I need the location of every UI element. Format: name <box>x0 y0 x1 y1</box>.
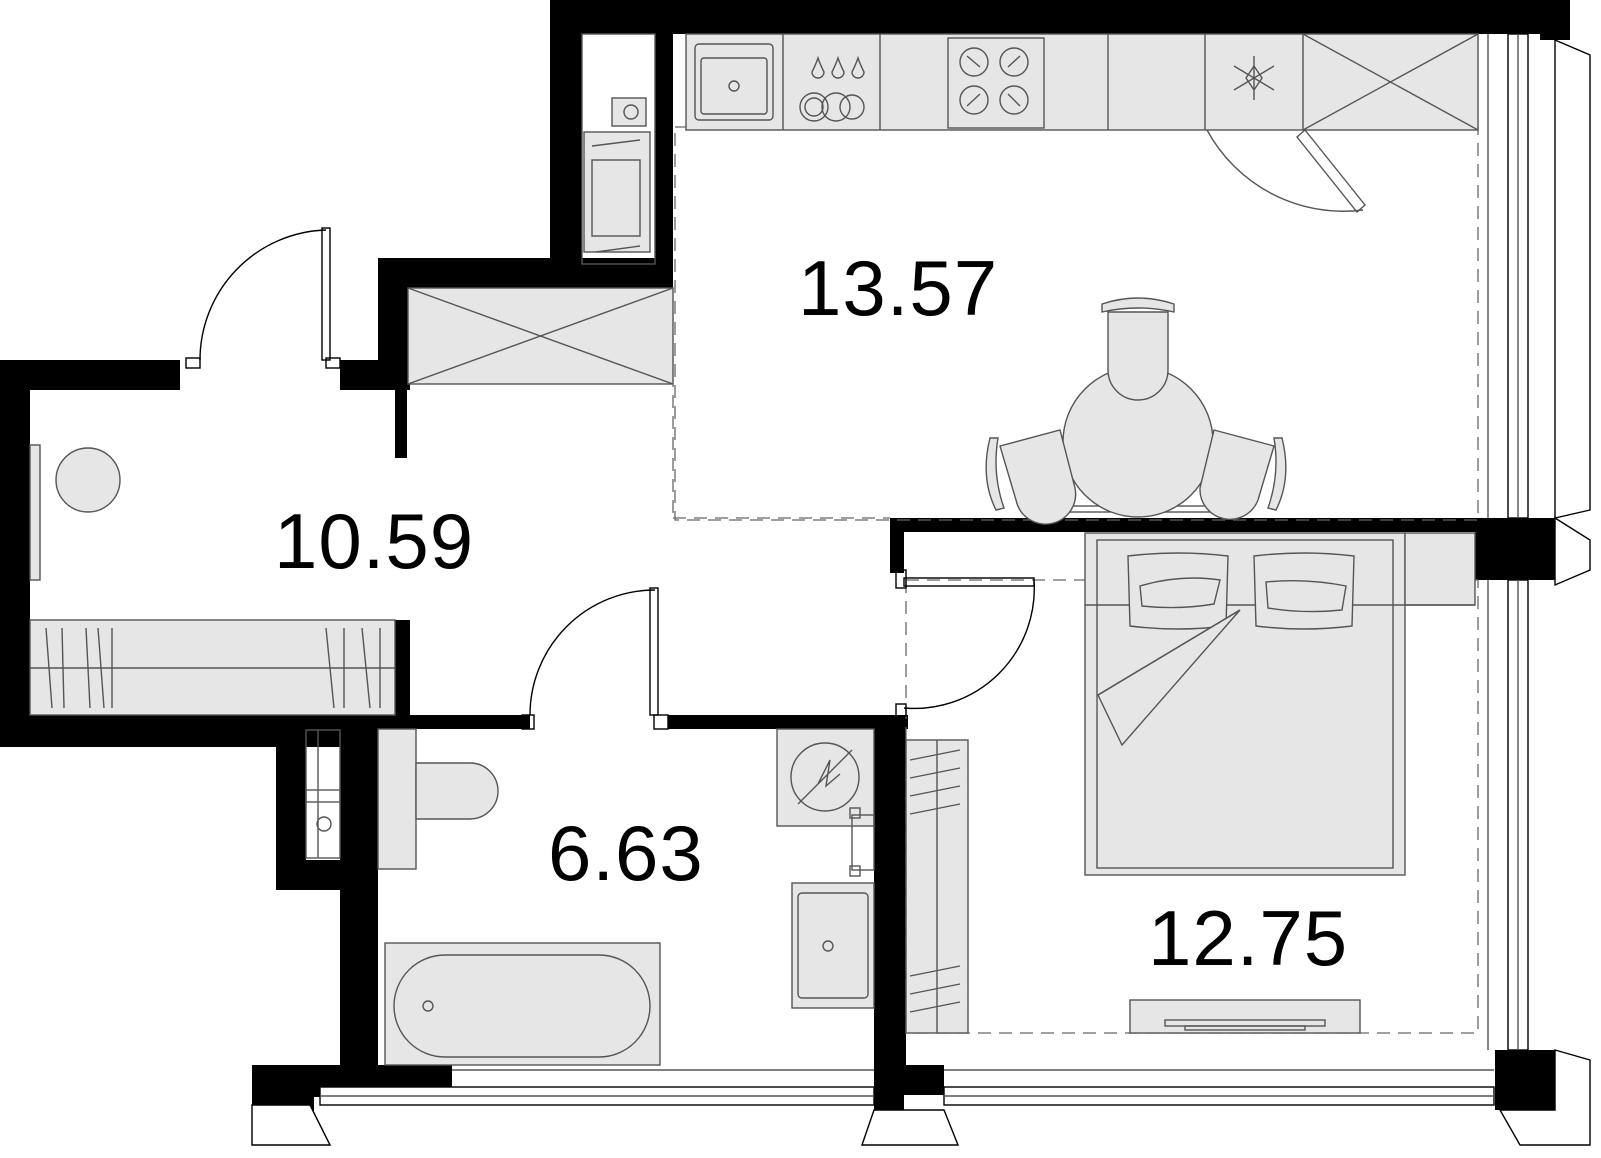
washbasin <box>791 882 875 1009</box>
boiler-icon <box>581 33 656 265</box>
wall-kitchen-niche-bottom <box>378 258 673 290</box>
cooktop-icon <box>947 37 1045 129</box>
wall-hall-top-right <box>340 360 410 390</box>
refrigerator <box>1302 33 1479 131</box>
wall-bathroom-bedroom <box>874 715 906 1095</box>
bed <box>1084 532 1476 876</box>
hall-panel <box>29 444 41 581</box>
bathroom-door <box>521 587 669 730</box>
wall-hall-left <box>0 360 30 747</box>
wall-top <box>550 0 1570 34</box>
wall-kitchen-bedroom-pier <box>1475 518 1555 580</box>
bedroom-door <box>895 569 1035 717</box>
washing-machine-icon <box>776 728 875 827</box>
freezer-icon <box>1233 56 1275 100</box>
wall-kitchen-niche-right <box>655 30 673 280</box>
bathroom-zone <box>305 587 875 1066</box>
wall-bathroom-top-right <box>668 715 908 729</box>
dishwasher-icon <box>799 55 865 122</box>
wall-bottom-right-pier <box>1495 1050 1555 1110</box>
facade-fin-bottom-middle <box>861 1109 960 1146</box>
hallway-zone <box>29 227 890 716</box>
bedroom-wardrobe <box>905 739 969 1034</box>
area-label-kitchen-living: 13.57 <box>798 244 998 332</box>
area-label-bathroom: 6.63 <box>548 809 704 897</box>
wall-top-right-cap <box>1540 0 1570 40</box>
walls <box>0 0 1570 1145</box>
wall-bathroom-left <box>340 715 378 1065</box>
facade-fin-middle <box>1554 516 1591 587</box>
dining-set <box>985 297 1287 525</box>
kitchen-zone <box>674 33 1479 521</box>
facade-fin-bottom-left <box>251 1104 332 1146</box>
area-label-bedroom: 12.75 <box>1148 894 1348 982</box>
wall-bathroom-top-left <box>375 715 530 729</box>
sink-icon <box>694 43 774 121</box>
tv-stand <box>1129 999 1361 1034</box>
wall-kitchen-bedroom-end <box>890 518 904 573</box>
wall-kitchen-niche-left <box>550 0 582 280</box>
wall-hall-column <box>395 380 407 458</box>
refrigerator-door-swing <box>1206 129 1364 212</box>
windows <box>251 33 1591 1146</box>
entrance-door <box>185 227 341 369</box>
hall-pouf <box>55 447 121 513</box>
kitchen-counter <box>685 33 1479 131</box>
toilet <box>377 728 499 870</box>
bedroom-zone <box>895 532 1479 1034</box>
facade-fin-lower <box>1498 1049 1591 1146</box>
area-label-hallway: 10.59 <box>274 497 474 585</box>
towel-dryer <box>851 814 875 871</box>
facade-fin-upper <box>1554 38 1591 519</box>
bathtub <box>384 942 661 1066</box>
